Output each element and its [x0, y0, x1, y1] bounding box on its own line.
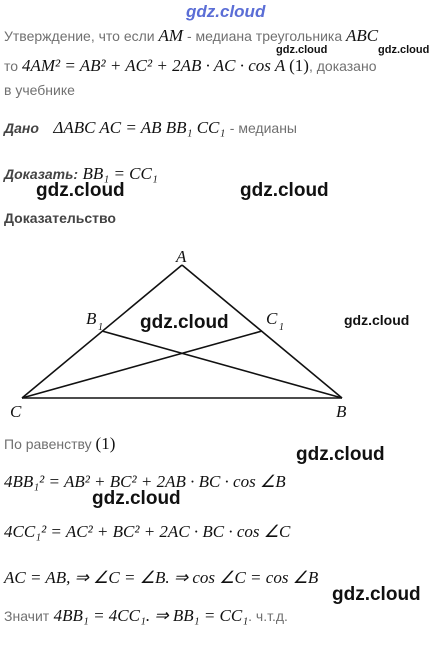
prove-line: Доказать: BB₁ = CC₁: [4, 164, 158, 184]
conclusion-line: Значит 4BB₁ = 4CC₁. ⇒ BB₁ = CC₁. ч.т.д.: [4, 606, 288, 626]
label-b1: B: [86, 309, 97, 328]
given-line: Дано ΔABC AC = AB BB₁ CC₁ - медианы: [4, 118, 297, 138]
statement-line-3: в учебнике: [4, 82, 75, 98]
label-b: B: [336, 402, 347, 421]
watermark: gdz.cloud: [36, 180, 125, 201]
watermark: gdz.cloud: [240, 180, 329, 201]
statement-mid: - медиана треугольника: [186, 28, 343, 44]
conclusion-formula: 4BB₁ = 4CC₁. ⇒ BB₁ = CC₁: [53, 606, 249, 625]
equation-cc1: 4CC₁² = AC² + BC² + 2AC · BC · cos ∠C: [4, 522, 291, 541]
watermark: gdz.cloud: [296, 444, 385, 465]
prove-formula: BB₁ = CC₁: [82, 164, 158, 183]
proof-heading: Доказательство: [4, 210, 116, 226]
watermark: gdz.cloud: [332, 584, 421, 605]
median-var: AM: [158, 26, 184, 45]
watermark: gdz.cloud: [344, 312, 410, 328]
conclusion-suffix: . ч.т.д.: [248, 608, 288, 624]
equality-intro-line: По равенству (1): [4, 434, 115, 454]
watermark: gdz.cloud: [140, 312, 229, 333]
equality-intro: По равенству: [4, 436, 92, 452]
given-label: Дано: [4, 120, 39, 136]
statement-prefix: Утверждение, что если: [4, 28, 155, 44]
label-c1-sub: 1: [279, 322, 284, 333]
header-watermark[interactable]: gdz.cloud: [186, 2, 266, 21]
formula-tag: (1): [289, 56, 309, 75]
given-suffix: - медианы: [229, 120, 297, 136]
label-a: A: [175, 247, 187, 266]
equality-tag: (1): [95, 434, 116, 453]
median-cc1: [21, 330, 263, 399]
equation-angles: AC = AB, ⇒ ∠C = ∠B. ⇒ cos ∠C = cos ∠B: [4, 568, 319, 587]
watermark: gdz.cloud: [378, 44, 430, 56]
prove-label: Доказать:: [4, 166, 79, 182]
triangle-diagram: A C B B 1 C 1: [10, 247, 347, 421]
equation-bb1: 4BB₁² = AB² + BC² + 2AB · BC · cos ∠B: [4, 472, 286, 491]
watermark: gdz.cloud: [276, 44, 328, 56]
watermark: gdz.cloud: [92, 488, 181, 509]
label-b1-sub: 1: [98, 322, 103, 333]
statement-to: то: [4, 58, 19, 74]
conclusion-prefix: Значит: [4, 608, 50, 624]
statement-line-1: Утверждение, что если AM - медиана треуг…: [4, 26, 378, 46]
median-formula: 4AM² = AB² + AC² + 2AB · AC · cos A: [21, 56, 286, 75]
statement-line-2: то 4AM² = AB² + AC² + 2AB · AC · cos A (…: [4, 56, 377, 76]
label-c: C: [10, 402, 22, 421]
triangle-name: ABC: [346, 26, 379, 45]
statement-proved: , доказано: [308, 58, 377, 74]
label-c1: C: [266, 309, 278, 328]
given-formula: ΔABC AC = AB BB₁ CC₁: [53, 118, 226, 137]
median-bb1: [101, 330, 343, 399]
